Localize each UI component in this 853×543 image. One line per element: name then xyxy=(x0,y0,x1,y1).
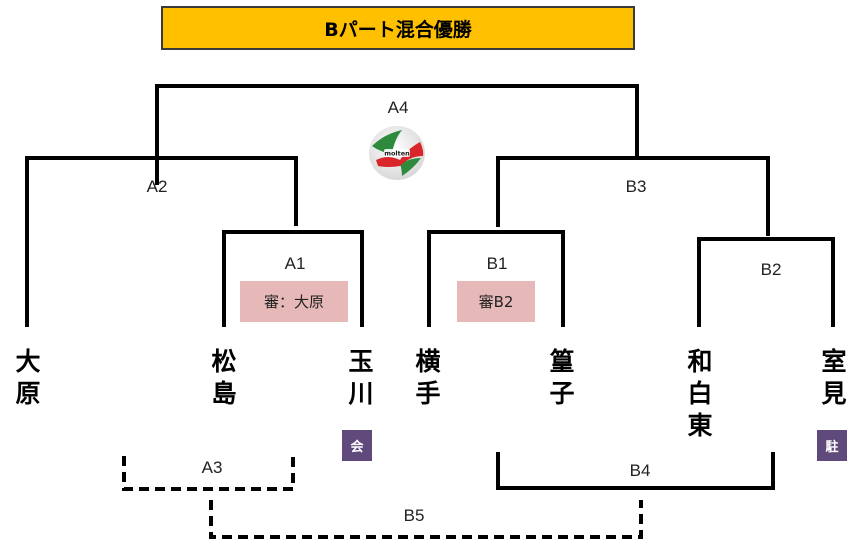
team-matsushima: 松 島 xyxy=(208,346,240,410)
team-tamagawa: 玉 川 xyxy=(345,346,377,410)
match-label-a3: A3 xyxy=(201,458,223,477)
line-final-a4 xyxy=(155,84,639,185)
match-label-b4: B4 xyxy=(629,461,651,480)
line-match-b2 xyxy=(697,237,835,327)
team-char: 横 xyxy=(415,347,441,376)
line-match-b4 xyxy=(496,452,775,490)
match-label-b5: B5 xyxy=(403,506,425,525)
team-char: 東 xyxy=(687,411,713,440)
team-char: 白 xyxy=(687,379,713,408)
match-label-b1: B1 xyxy=(486,254,508,273)
team-yokote: 横 手 xyxy=(412,346,444,410)
team-muromi: 室 見 xyxy=(818,346,850,410)
line-match-b3 xyxy=(496,156,770,236)
line-match-b5 xyxy=(209,500,643,539)
match-label-a4: A4 xyxy=(387,98,409,117)
team-char: 川 xyxy=(348,379,374,408)
team-char: 室 xyxy=(821,347,847,376)
match-label-b2: B2 xyxy=(760,260,782,279)
svg-text:molten: molten xyxy=(384,150,410,158)
tag-tamagawa: 会 xyxy=(342,430,372,461)
team-oohara: 大 原 xyxy=(12,346,44,410)
line-match-b1 xyxy=(427,230,565,327)
team-char: 見 xyxy=(821,379,847,408)
referee-badge-a1: 審：大原 xyxy=(240,281,348,322)
team-char: 玉 xyxy=(348,347,374,376)
line-match-a3 xyxy=(122,456,295,491)
team-char: 和 xyxy=(687,347,713,376)
team-char: 手 xyxy=(415,379,441,408)
title-text: Bパート混合優勝 xyxy=(324,18,472,41)
tag-text: 会 xyxy=(350,440,364,455)
team-char: 大 xyxy=(15,347,41,376)
referee-text-a1: 審：大原 xyxy=(263,293,324,311)
match-label-a1: A1 xyxy=(284,254,306,273)
team-char: 島 xyxy=(211,379,237,408)
tag-text: 駐 xyxy=(825,440,839,455)
team-char: 松 xyxy=(211,347,237,376)
referee-text-b1: 審B2 xyxy=(478,293,514,311)
line-match-a2 xyxy=(25,156,298,327)
team-wajiro-higashi: 和 白 東 xyxy=(684,346,716,442)
team-kago: 篁 子 xyxy=(546,346,578,410)
line-match-a1 xyxy=(222,230,364,327)
page-title: Bパート混合優勝 xyxy=(161,6,635,50)
team-char: 子 xyxy=(549,379,575,408)
team-char: 篁 xyxy=(549,347,575,376)
match-label-a2: A2 xyxy=(146,177,168,196)
team-char: 原 xyxy=(15,379,41,408)
volleyball-icon: molten xyxy=(369,126,425,180)
tag-muromi: 駐 xyxy=(817,430,847,461)
referee-badge-b1: 審B2 xyxy=(457,281,535,322)
match-label-b3: B3 xyxy=(625,177,647,196)
